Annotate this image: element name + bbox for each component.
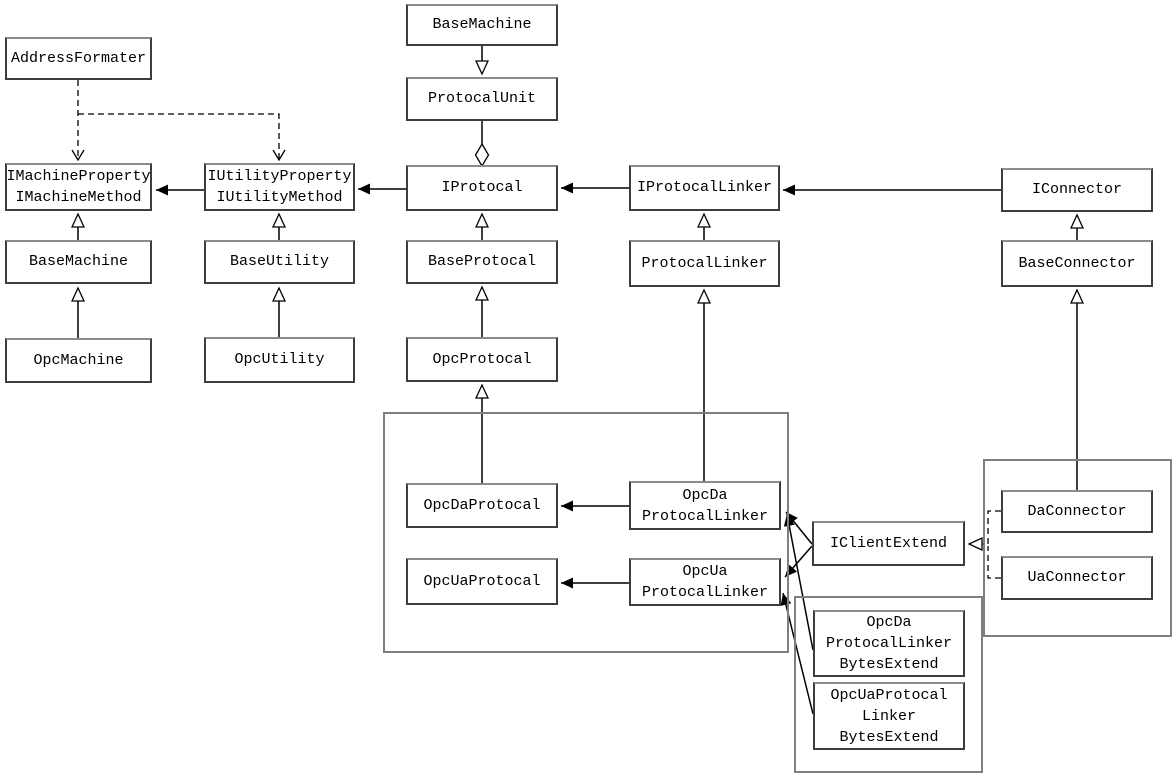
class-label: IConnector <box>1031 181 1122 198</box>
dependency-edges <box>71 80 286 162</box>
generalization-edges <box>78 46 1077 490</box>
class-label: BaseProtocal <box>427 253 537 270</box>
class-opc-ua-protocal: OpcUaProtocal <box>406 558 558 605</box>
class-base-machine-top: BaseMachine <box>406 4 558 46</box>
class-label: UaConnector <box>1027 569 1127 586</box>
class-label: IMachineMethod <box>15 189 142 206</box>
class-label: AddressFormater <box>10 49 147 67</box>
class-opc-da-protocal-linker: OpcDa ProtocalLinker <box>629 481 781 530</box>
container-connector-group <box>983 459 1172 637</box>
class-label: OpcUtility <box>234 351 325 368</box>
class-label: Linker <box>861 707 916 725</box>
class-iconnector: IConnector <box>1001 168 1153 212</box>
edge-addressformater-iutility <box>78 113 286 162</box>
class-label: OpcDaProtocal <box>423 496 541 514</box>
class-protocal-linker: ProtocalLinker <box>629 240 780 287</box>
class-label: BytesExtend <box>839 656 939 673</box>
class-label: IProtocalLinker <box>636 179 773 196</box>
class-opc-utility: OpcUtility <box>204 337 355 383</box>
class-opc-ua-protocal-linker-bytes-extend: OpcUaProtocal Linker BytesExtend <box>813 682 965 750</box>
class-base-machine-left: BaseMachine <box>5 240 152 284</box>
class-base-protocal: BaseProtocal <box>406 240 558 284</box>
class-address-formater: AddressFormater <box>5 37 152 80</box>
container-bytes-extend-group <box>794 596 983 773</box>
class-opc-da-protocal: OpcDaProtocal <box>406 483 558 528</box>
class-label: IProtocal <box>441 179 523 196</box>
class-opc-protocal: OpcProtocal <box>406 337 558 382</box>
edge-uaconnector-iclientextend <box>987 546 1001 579</box>
class-label: ProtocalUnit <box>427 90 537 107</box>
class-iprotocal-linker: IProtocalLinker <box>629 165 780 211</box>
class-label: OpcUaProtocal <box>830 686 948 704</box>
class-da-connector: DaConnector <box>1001 490 1153 533</box>
aggregation-edge <box>474 121 490 168</box>
class-label: ProtocalLinker <box>641 507 769 525</box>
class-ua-connector: UaConnector <box>1001 556 1153 600</box>
class-label: BaseMachine <box>432 16 532 33</box>
class-label: BaseMachine <box>28 253 129 270</box>
class-label: ProtocalLinker <box>641 584 769 601</box>
class-opc-ua-protocal-linker: OpcUa ProtocalLinker <box>629 558 781 606</box>
class-label: ProtocalLinker <box>825 635 953 652</box>
class-iprotocal: IProtocal <box>406 165 558 211</box>
class-label: BytesExtend <box>839 728 939 746</box>
class-opc-machine: OpcMachine <box>5 338 152 383</box>
class-iutility-interface: IUtilityProperty IUtilityMethod <box>204 163 355 211</box>
class-opc-da-protocal-linker-bytes-extend: OpcDa ProtocalLinker BytesExtend <box>813 610 965 677</box>
edge-daconnector-iclientextend <box>969 510 1001 544</box>
container-opc-protocal-group <box>383 412 789 653</box>
class-label: OpcDa <box>682 486 728 504</box>
class-label: OpcDa <box>866 614 912 631</box>
class-label: ProtocalLinker <box>641 254 768 272</box>
class-label: IUtilityMethod <box>216 189 343 206</box>
aggregation-diamond <box>474 142 490 168</box>
class-label: IUtilityProperty <box>207 168 352 185</box>
realization-edges <box>969 510 1001 579</box>
class-label: OpcUa <box>682 563 728 580</box>
class-label: BaseConnector <box>1018 254 1136 272</box>
class-label: OpcProtocal <box>432 350 532 368</box>
class-imachine-interface: IMachineProperty IMachineMethod <box>5 163 152 211</box>
class-label: BaseUtility <box>229 253 330 270</box>
class-label: IClientExtend <box>829 534 948 552</box>
class-label: DaConnector <box>1027 502 1127 520</box>
edge-opcdabytesextend-opcdalinker <box>783 513 814 651</box>
class-base-utility: BaseUtility <box>204 240 355 284</box>
class-iclient-extend: IClientExtend <box>812 521 965 566</box>
class-label: IMachineProperty <box>6 168 151 185</box>
class-label: OpcUaProtocal <box>423 572 541 590</box>
class-label: OpcMachine <box>33 351 124 369</box>
class-protocal-unit: ProtocalUnit <box>406 77 558 121</box>
class-base-connector: BaseConnector <box>1001 240 1153 287</box>
edge-iclientextend-opcualinker <box>784 545 813 578</box>
